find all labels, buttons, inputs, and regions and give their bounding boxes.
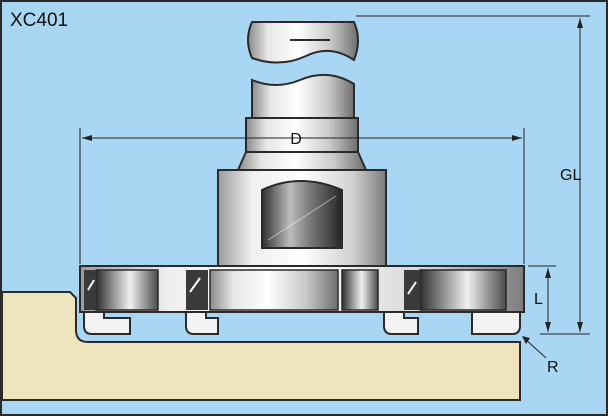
tooth-3 — [383, 311, 419, 335]
dimension-l-label: L — [534, 291, 543, 308]
tooth-2 — [185, 311, 219, 335]
flute-center-right — [341, 269, 379, 311]
shank — [236, 21, 368, 171]
dimension-d-label: D — [290, 131, 302, 148]
cutter-hub — [217, 169, 387, 267]
tooth-4 — [471, 311, 521, 335]
dimension-arrows — [82, 18, 583, 344]
dimension-gl-label: GL — [560, 167, 581, 184]
flute-left — [95, 269, 159, 311]
dimension-r-label: R — [547, 359, 559, 376]
cutter-head — [79, 265, 525, 335]
tooth-1 — [83, 311, 131, 335]
hub-pocket — [261, 180, 343, 249]
model-code-label: XC401 — [10, 10, 68, 31]
flute-center — [209, 269, 339, 311]
workpiece — [1, 291, 521, 401]
flute-right — [419, 269, 507, 311]
